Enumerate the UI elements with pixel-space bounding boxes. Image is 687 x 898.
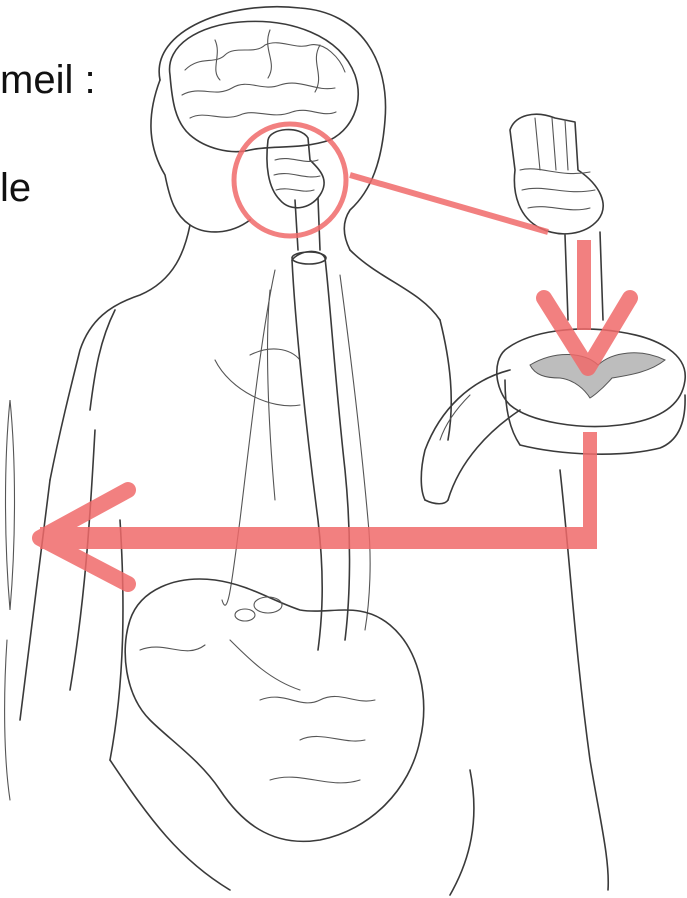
spinal-column	[222, 251, 370, 650]
stomach	[125, 579, 424, 841]
body-outline	[5, 7, 609, 895]
annotation-arrows	[40, 124, 630, 584]
brainstem-highlight-circle	[234, 124, 346, 236]
spinal-cross-section	[421, 329, 685, 504]
